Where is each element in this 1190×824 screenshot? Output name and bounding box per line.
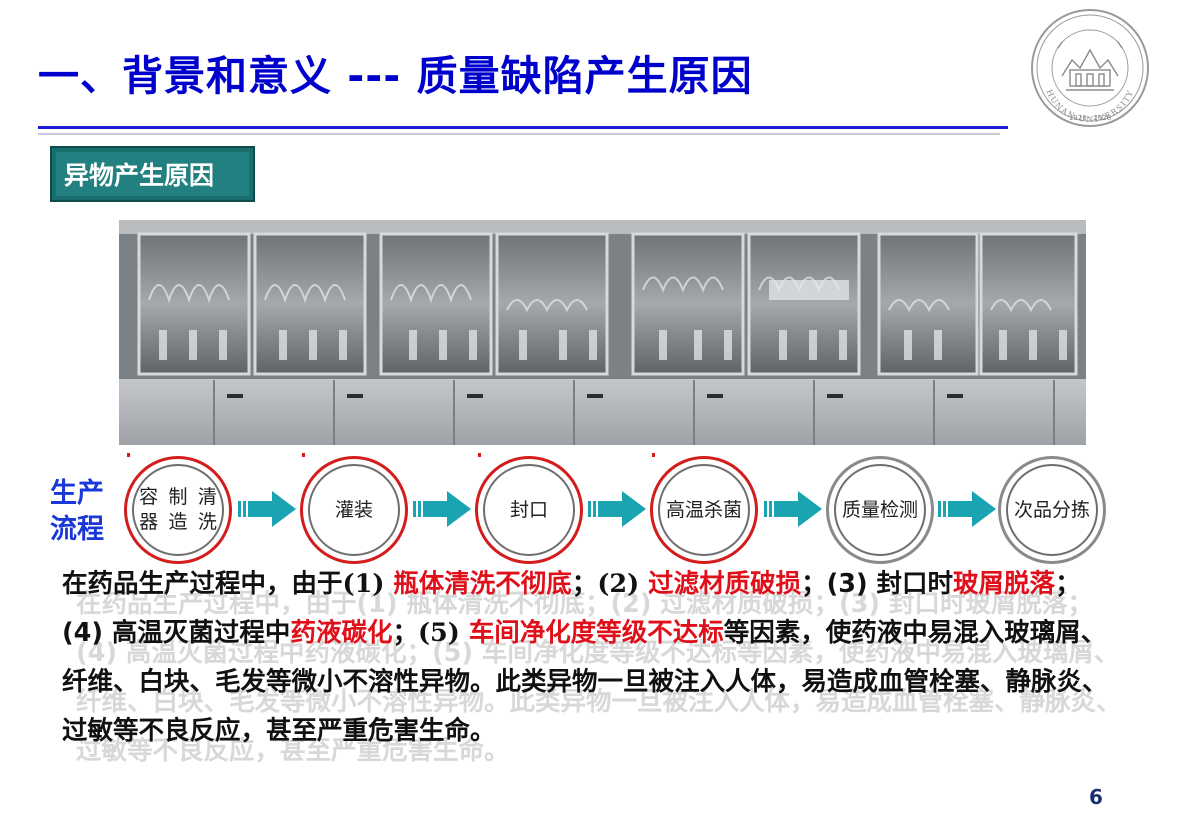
marker [302, 453, 305, 457]
process-step-label: 灌装 [308, 464, 400, 556]
marker [478, 453, 481, 457]
highlight-cause-4: 药液碳化 [290, 618, 393, 648]
text: (1) [342, 569, 394, 599]
process-step: 次品分拣 [998, 456, 1106, 564]
highlight-cause-1: 瓶体清洗不彻底 [393, 569, 572, 599]
process-step-label: 次品分拣 [1006, 464, 1098, 556]
text: 等因素，使药液中易混入玻璃屑、纤维、白块、毛发等微小不溶性异物。此类异物一旦被注… [62, 618, 1108, 746]
flow-arrow-icon [764, 491, 822, 527]
process-step: 高温杀菌 [650, 456, 758, 564]
university-logo: 1926 · 2026 HUNAN UNIVERSITY [1031, 9, 1149, 127]
text: (5) [417, 618, 469, 648]
process-step: 灌装 [300, 456, 408, 564]
flow-arrow-icon [588, 491, 646, 527]
text: ； [571, 569, 598, 599]
process-step: 质量检测 [826, 456, 934, 564]
text: ； [392, 618, 418, 648]
section-tag: 异物产生原因 [50, 146, 255, 202]
paragraph-shadow: 在药品生产过程中，由于(1) 瓶体清洗不彻底；(2) 过滤材质破损；(3) 封口… [76, 589, 1122, 766]
text: (3) 封口时 [826, 569, 954, 599]
description-paragraph: 在药品生产过程中，由于(1) 瓶体清洗不彻底；(2) 过滤材质破损；(3) 封口… [62, 560, 1122, 766]
process-label: 生产流程 [50, 478, 104, 545]
marker [127, 453, 130, 457]
process-step-label: 质量检测 [834, 464, 926, 556]
section-tag-label: 异物产生原因 [56, 152, 249, 196]
process-step-label: 封口 [483, 464, 575, 556]
flow-arrow-icon [238, 491, 296, 527]
text: (2) [597, 569, 649, 599]
flow-arrow-icon [938, 491, 996, 527]
svg-text:1926 · 2026: 1926 · 2026 [1069, 114, 1112, 122]
page-title: 一、背景和意义 --- 质量缺陷产生原因 [38, 52, 753, 100]
process-step-label: 高温杀菌 [658, 464, 750, 556]
process-step-label: 容器制造清洗 [132, 464, 224, 556]
text: ； [1055, 569, 1081, 599]
flow-arrow-icon [413, 491, 471, 527]
production-line-photo [119, 220, 1086, 445]
process-step: 封口 [475, 456, 583, 564]
text: ； [801, 569, 827, 599]
text: 在药品生产过程中，由于 [62, 569, 343, 599]
text: (4) 高温灭菌过程中 [62, 618, 291, 648]
marker [652, 453, 655, 457]
title-underline-shadow [38, 133, 1000, 135]
highlight-cause-5: 车间净化度等级不达标 [468, 618, 724, 648]
highlight-cause-2: 过滤材质破损 [648, 569, 802, 599]
process-step: 容器制造清洗 [124, 456, 232, 564]
title-underline [38, 126, 1008, 129]
page-number: 6 [1089, 785, 1103, 809]
highlight-cause-3: 玻屑脱落 [953, 569, 1056, 599]
